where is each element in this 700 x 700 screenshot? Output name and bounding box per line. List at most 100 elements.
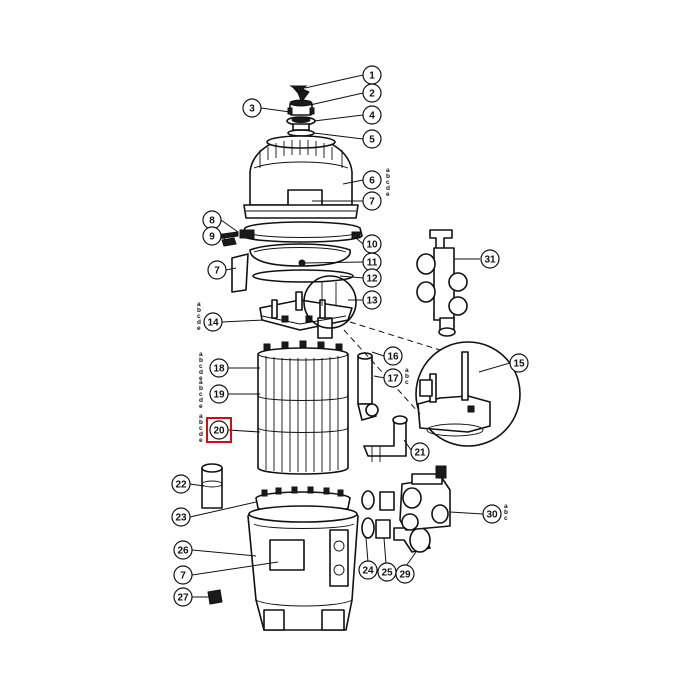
variant-letters-17: a b c <box>405 367 409 386</box>
svg-text:a: a <box>386 167 390 174</box>
callout-4: 4 <box>362 105 382 125</box>
svg-text:20: 20 <box>213 426 225 437</box>
svg-text:e: e <box>199 437 203 444</box>
svg-text:a: a <box>405 367 409 374</box>
svg-text:d: d <box>197 319 201 326</box>
callout-15: 15 <box>509 353 529 373</box>
callout-1: 1 <box>362 65 382 85</box>
svg-text:9: 9 <box>209 232 215 243</box>
callout-14: 14 <box>203 312 223 332</box>
callout-7-bracket: 7 <box>207 260 227 280</box>
svg-text:b: b <box>405 373 409 380</box>
part-6-tank-lid <box>243 135 359 219</box>
svg-text:26: 26 <box>177 546 189 557</box>
svg-text:4: 4 <box>369 111 375 122</box>
svg-text:29: 29 <box>399 570 411 581</box>
svg-text:c: c <box>199 391 203 398</box>
svg-text:d: d <box>199 431 203 438</box>
svg-text:b: b <box>199 419 203 426</box>
svg-text:2: 2 <box>369 89 375 100</box>
svg-text:7: 7 <box>369 197 375 208</box>
svg-text:6: 6 <box>369 176 375 187</box>
part-15-detail-circle <box>415 341 521 447</box>
svg-text:18: 18 <box>213 364 225 375</box>
svg-text:e: e <box>386 191 390 198</box>
svg-text:c: c <box>405 379 409 386</box>
variant-letters-20: a b c d e <box>199 413 203 444</box>
callout-16: 16 <box>383 346 403 366</box>
svg-text:a: a <box>199 351 203 358</box>
callout-8: 8 <box>202 210 222 230</box>
svg-text:c: c <box>199 363 203 370</box>
svg-text:5: 5 <box>369 135 375 146</box>
svg-text:14: 14 <box>207 318 219 329</box>
svg-text:b: b <box>504 509 508 516</box>
svg-text:11: 11 <box>367 258 378 269</box>
svg-text:d: d <box>199 397 203 404</box>
callout-6: 6 <box>362 170 382 190</box>
part-17-pipe <box>357 352 379 421</box>
callout-18: 18 <box>209 358 229 378</box>
svg-text:b: b <box>199 385 203 392</box>
part-31-valve-assembly <box>416 229 468 337</box>
part-14-manifold <box>259 291 353 339</box>
part-25-union <box>375 491 395 539</box>
callout-26: 26 <box>173 540 193 560</box>
svg-text:19: 19 <box>213 390 225 401</box>
svg-text:27: 27 <box>177 593 189 604</box>
part-7-bracket <box>231 253 249 293</box>
svg-text:d: d <box>386 185 390 192</box>
svg-text:7: 7 <box>214 266 220 277</box>
callout-11: 11 <box>362 252 382 272</box>
part-18-20-cartridge <box>257 340 349 475</box>
part-26-tank-body <box>247 505 359 631</box>
svg-text:c: c <box>197 313 201 320</box>
callout-7-tank: 7 <box>173 565 193 585</box>
callout-21: 21 <box>410 442 430 462</box>
part-9-nut <box>221 237 237 247</box>
svg-text:1: 1 <box>369 71 375 82</box>
svg-text:7: 7 <box>180 571 186 582</box>
part-12-o-ring <box>252 269 354 283</box>
svg-text:8: 8 <box>209 216 215 227</box>
svg-text:21: 21 <box>414 448 426 459</box>
svg-text:c: c <box>386 179 390 186</box>
svg-text:17: 17 <box>387 374 399 385</box>
svg-text:c: c <box>504 515 508 522</box>
svg-text:10: 10 <box>366 240 378 251</box>
callout-12: 12 <box>362 268 382 288</box>
svg-text:12: 12 <box>366 274 378 285</box>
svg-text:b: b <box>199 357 203 364</box>
svg-text:a: a <box>504 503 508 510</box>
callout-10: 10 <box>362 234 382 254</box>
part-2-4-air-relief-valve <box>286 99 316 131</box>
svg-text:3: 3 <box>249 104 255 115</box>
svg-text:b: b <box>197 307 201 314</box>
callout-9: 9 <box>202 226 222 246</box>
callout-31: 31 <box>480 249 500 269</box>
callout-27: 27 <box>173 587 193 607</box>
callout-24: 24 <box>358 560 378 580</box>
svg-text:d: d <box>199 369 203 376</box>
svg-text:a: a <box>199 413 203 420</box>
part-27-drain-plug <box>207 589 223 605</box>
callout-17: 17 <box>383 368 403 388</box>
svg-text:24: 24 <box>362 566 374 577</box>
callout-2: 2 <box>362 83 382 103</box>
variant-letters-6: a b c d e <box>386 167 390 198</box>
svg-text:16: 16 <box>387 352 399 363</box>
callout-30: 30 <box>482 504 502 524</box>
part-24-o-ring <box>361 490 375 539</box>
callout-7-lid: 7 <box>362 191 382 211</box>
svg-text:e: e <box>199 375 203 382</box>
svg-text:a: a <box>199 379 203 386</box>
part-21-elbow-pipe <box>363 415 408 462</box>
callout-29: 29 <box>395 564 415 584</box>
callout-3: 3 <box>242 98 262 118</box>
svg-text:a: a <box>197 301 201 308</box>
variant-letters-19: a b c d e <box>199 379 203 410</box>
part-5-o-ring <box>287 129 315 137</box>
callout-25: 25 <box>377 562 397 582</box>
callout-13: 13 <box>362 290 382 310</box>
